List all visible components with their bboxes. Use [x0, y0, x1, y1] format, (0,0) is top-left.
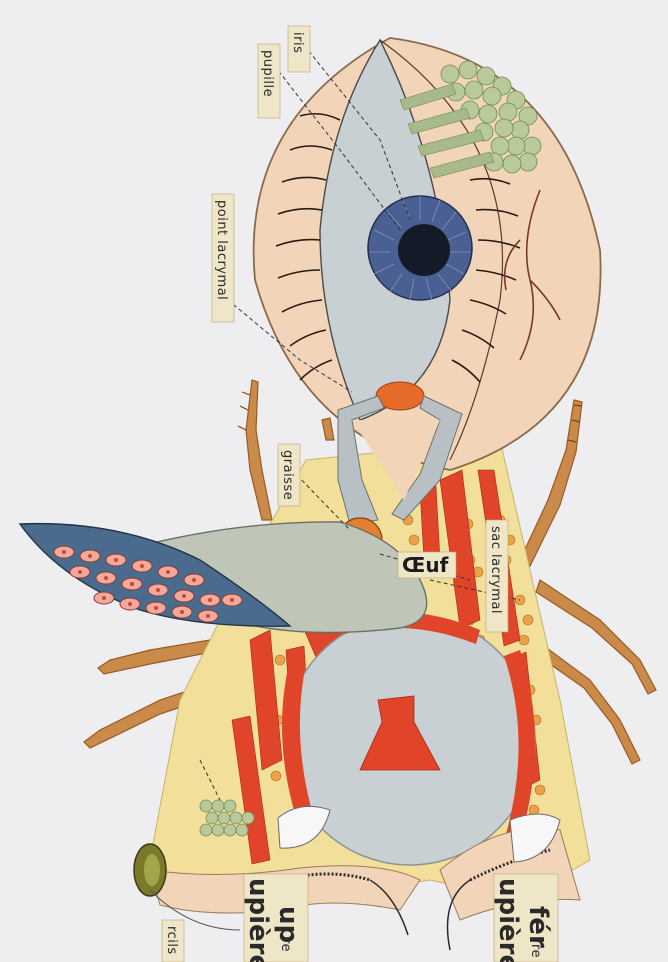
label-paupiere-inf: upière fér re — [493, 874, 558, 962]
label-oeuf: Œuf — [398, 552, 456, 578]
svg-text:sac lacrymal: sac lacrymal — [488, 526, 503, 614]
svg-text:upière: upière — [493, 878, 523, 962]
label-iris: iris — [288, 26, 310, 72]
svg-text:rcils: rcils — [164, 926, 179, 955]
label-pupille: pupille — [258, 44, 280, 118]
label-point-lacrymal: point lacrymal — [212, 194, 234, 322]
label-paupiere-sup: upière up re — [243, 874, 308, 962]
svg-text:pupille: pupille — [260, 50, 275, 97]
svg-text:graisse: graisse — [280, 450, 295, 500]
label-graisse: graisse — [278, 444, 300, 506]
label-sourcils: rcils — [162, 920, 184, 962]
svg-text:re: re — [528, 944, 543, 958]
svg-text:fér: fér — [523, 906, 553, 948]
svg-text:iris: iris — [290, 32, 305, 53]
svg-text:point lacrymal: point lacrymal — [214, 200, 229, 300]
svg-text:upière: upière — [243, 878, 273, 962]
svg-text:Œuf: Œuf — [402, 553, 449, 577]
svg-text:re: re — [278, 938, 293, 952]
pupil — [398, 224, 450, 276]
label-sac-lacrymal: sac lacrymal — [486, 520, 508, 632]
